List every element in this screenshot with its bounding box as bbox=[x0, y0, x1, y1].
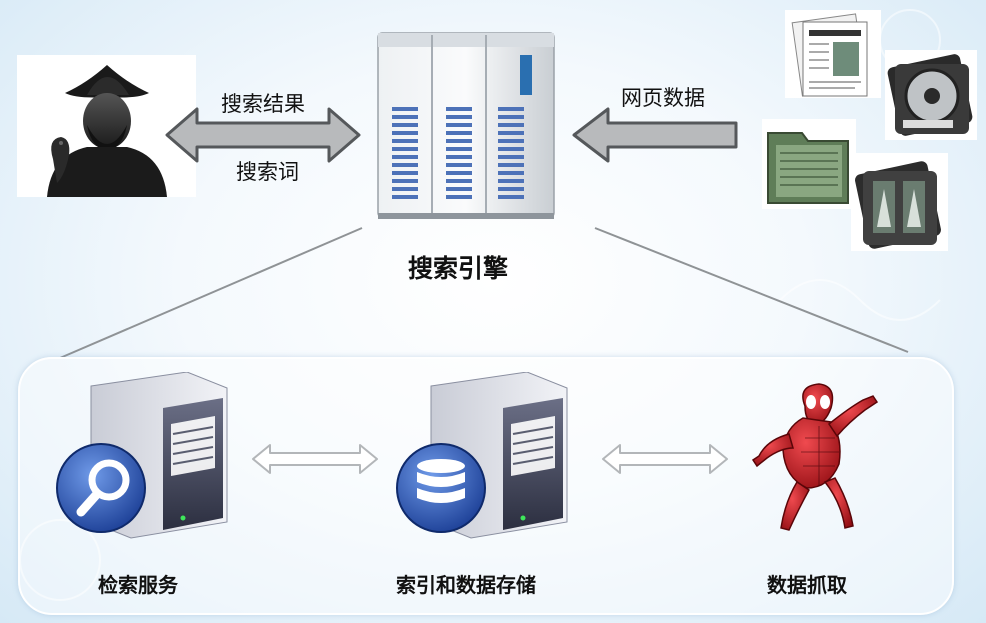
newspaper-icon bbox=[791, 13, 868, 97]
retrieval-storage-arrow bbox=[252, 444, 378, 474]
rack-vent bbox=[392, 155, 418, 159]
rack-vent bbox=[446, 155, 472, 159]
folder-photo bbox=[762, 119, 856, 209]
rack-vent bbox=[498, 147, 524, 151]
rack-vent bbox=[446, 179, 472, 183]
rack-vent bbox=[392, 115, 418, 119]
rack-vent bbox=[446, 171, 472, 175]
rack-vent bbox=[498, 131, 524, 135]
rack-vent bbox=[392, 147, 418, 151]
search-server-icon bbox=[56, 372, 228, 539]
storage-crawl-arrow bbox=[602, 444, 728, 474]
rack-vent bbox=[498, 163, 524, 167]
rack-vent bbox=[446, 187, 472, 191]
film-case-photo bbox=[851, 153, 948, 251]
rack-vent bbox=[446, 163, 472, 167]
rack-vent bbox=[392, 123, 418, 127]
rack-vent bbox=[446, 195, 472, 199]
web-data-label: 网页数据 bbox=[621, 86, 705, 110]
rack-vent bbox=[498, 107, 524, 111]
spiderman-icon bbox=[751, 383, 879, 531]
retrieval-label: 检索服务 bbox=[98, 573, 178, 597]
user-silhouette-icon bbox=[47, 65, 167, 197]
rack-vent bbox=[392, 131, 418, 135]
rack-vent bbox=[392, 187, 418, 191]
rack-vent bbox=[446, 107, 472, 111]
rack-vent bbox=[498, 187, 524, 191]
rack-vent bbox=[498, 123, 524, 127]
film-case-icon bbox=[855, 161, 941, 249]
index-storage-label: 索引和数据存储 bbox=[396, 573, 536, 597]
rack-vent bbox=[446, 115, 472, 119]
rack-vent bbox=[392, 179, 418, 183]
query-result-arrow bbox=[165, 107, 361, 163]
rack-vent bbox=[446, 131, 472, 135]
rack-vent bbox=[446, 147, 472, 151]
search-results-label: 搜索结果 bbox=[221, 92, 305, 116]
rack-vent bbox=[446, 123, 472, 127]
rack-vent bbox=[392, 163, 418, 167]
server-rack-icon bbox=[377, 32, 555, 219]
rack-vent bbox=[498, 115, 524, 119]
rack-vent bbox=[498, 195, 524, 199]
rack-vent bbox=[498, 139, 524, 143]
rack-vent bbox=[446, 139, 472, 143]
rack-vent bbox=[392, 107, 418, 111]
crawl-label: 数据抓取 bbox=[767, 573, 847, 597]
database-server-icon bbox=[396, 372, 568, 539]
search-terms-label: 搜索词 bbox=[236, 160, 299, 184]
rack-vent bbox=[498, 179, 524, 183]
newspaper-photo bbox=[785, 10, 881, 98]
cd-case-photo bbox=[885, 50, 977, 140]
rack-vent bbox=[392, 195, 418, 199]
cd-case-icon bbox=[887, 54, 973, 136]
rack-vent bbox=[498, 155, 524, 159]
folder-icon bbox=[767, 132, 849, 204]
user-photo bbox=[17, 55, 196, 197]
web-data-arrow bbox=[572, 107, 738, 163]
rack-vent bbox=[392, 171, 418, 175]
rack-vent bbox=[392, 139, 418, 143]
rack-vent bbox=[498, 171, 524, 175]
engine-label: 搜索引擎 bbox=[408, 254, 509, 283]
